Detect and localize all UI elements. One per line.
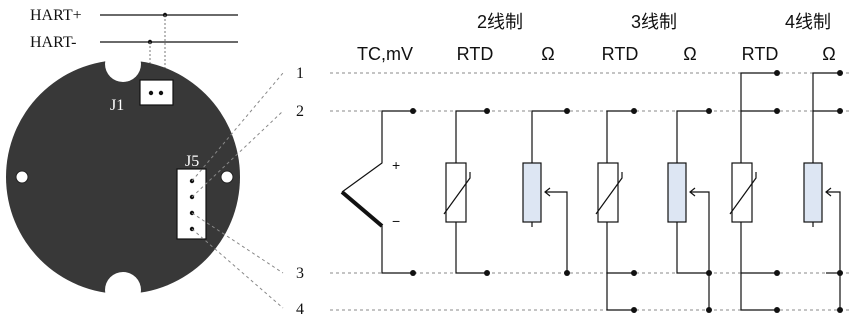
ohm-3wire-circuit bbox=[667, 108, 712, 313]
terminal-numbers: 1 2 3 4 bbox=[296, 65, 304, 318]
thermocouple-junction bbox=[340, 190, 384, 228]
header-ohm-3wire: Ω bbox=[683, 44, 696, 64]
j1-label: J1 bbox=[110, 97, 124, 114]
rtd-3wire-circuit bbox=[595, 108, 637, 313]
j1-connector bbox=[139, 79, 174, 106]
terminal-4-label: 4 bbox=[296, 301, 304, 318]
j5-label: J5 bbox=[185, 153, 199, 170]
mounting-hole-right bbox=[220, 170, 234, 184]
tc-circuit: + − bbox=[340, 108, 416, 276]
hart-wires: HART+ HART- bbox=[30, 7, 238, 88]
leader-lines bbox=[191, 72, 284, 309]
header-rtd-4wire: RTD bbox=[742, 44, 779, 64]
header-rtd-3wire: RTD bbox=[602, 44, 639, 64]
tc-plus-sign: + bbox=[392, 157, 400, 173]
terminal-guides bbox=[330, 72, 850, 311]
header-tc-mv: TC,mV bbox=[357, 44, 413, 64]
potentiometer-4wire bbox=[803, 162, 823, 223]
header-ohm-2wire: Ω bbox=[541, 44, 554, 64]
ohm-4wire-circuit bbox=[803, 70, 843, 313]
hart-minus-label: HART- bbox=[30, 34, 76, 51]
header-3wire: 3线制 bbox=[631, 12, 677, 32]
header-ohm-4wire: Ω bbox=[822, 44, 835, 64]
rtd-2wire-circuit bbox=[443, 108, 490, 276]
column-headers: 2线制 3线制 4线制 TC,mV RTD Ω RTD Ω RTD Ω bbox=[357, 12, 836, 64]
terminal-2-label: 2 bbox=[296, 103, 304, 120]
rtd-element-2wire bbox=[445, 162, 467, 223]
hart-plus-label: HART+ bbox=[30, 7, 82, 24]
rtd-4wire-circuit bbox=[729, 70, 780, 313]
rtd-element-4wire bbox=[731, 162, 753, 223]
mounting-hole-left bbox=[15, 170, 29, 184]
terminal-board: J1 J5 bbox=[6, 46, 240, 308]
board-notch-top bbox=[105, 46, 141, 82]
tc-minus-sign: − bbox=[392, 213, 400, 229]
potentiometer-2wire bbox=[522, 162, 542, 223]
header-4wire: 4线制 bbox=[785, 12, 831, 32]
potentiometer-3wire bbox=[667, 162, 687, 223]
board-notch-bottom bbox=[105, 272, 141, 308]
ohm-2wire-circuit bbox=[522, 108, 570, 276]
rtd-element-3wire bbox=[597, 162, 619, 223]
header-2wire: 2线制 bbox=[477, 12, 523, 32]
header-rtd-2wire: RTD bbox=[457, 44, 494, 64]
terminal-3-label: 3 bbox=[296, 265, 304, 282]
terminal-1-label: 1 bbox=[296, 65, 304, 82]
